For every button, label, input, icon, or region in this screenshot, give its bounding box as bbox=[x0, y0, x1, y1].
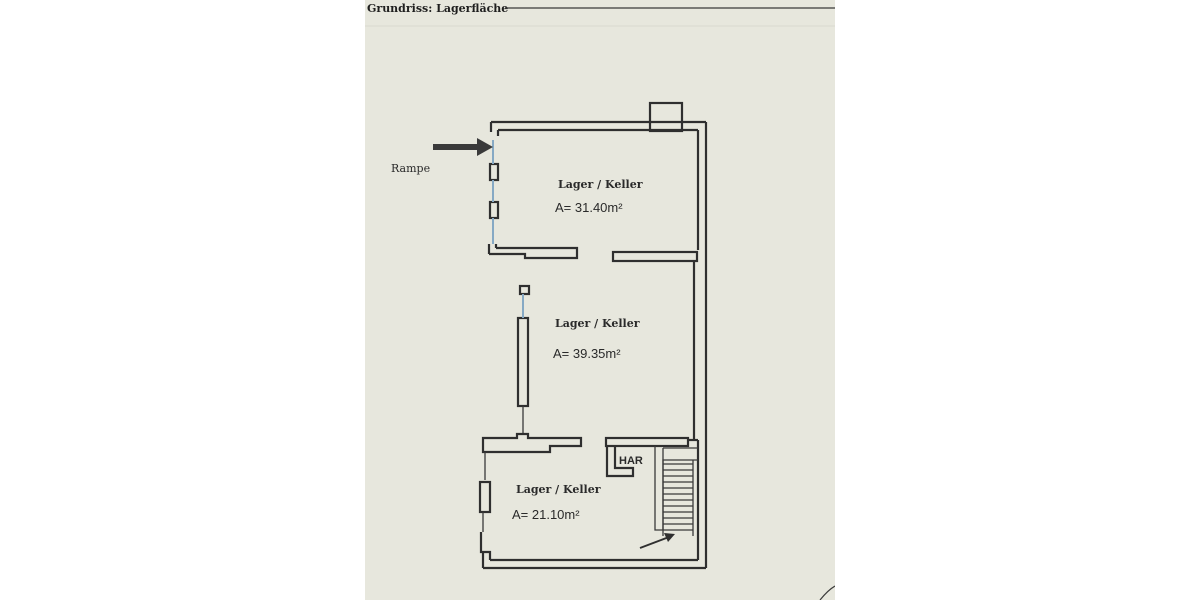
paper-corner bbox=[819, 585, 835, 600]
room2-name: Lager / Keller bbox=[555, 317, 640, 330]
ramp-arrow-icon bbox=[433, 138, 493, 156]
room2-left-wall bbox=[516, 284, 531, 436]
har-box: HAR bbox=[605, 446, 643, 478]
outer-walls bbox=[483, 120, 708, 570]
room1-left-wall bbox=[487, 140, 500, 254]
divider-wall-2 bbox=[481, 432, 698, 454]
room1-area: A= 31.40m² bbox=[555, 200, 623, 215]
plan-title: Grundriss: Lagerfläche bbox=[367, 2, 508, 15]
room3-left-wall bbox=[478, 452, 492, 568]
har-label: HAR bbox=[619, 455, 643, 467]
staircase bbox=[654, 446, 698, 536]
stair-arrow-icon bbox=[639, 533, 675, 549]
room3-name: Lager / Keller bbox=[516, 483, 601, 496]
room3-area: A= 21.10m² bbox=[512, 507, 580, 522]
divider-wall-1 bbox=[489, 246, 699, 263]
room1-name: Lager / Keller bbox=[558, 178, 643, 191]
chimney bbox=[648, 101, 684, 133]
ramp-label: Rampe bbox=[391, 162, 430, 175]
room2-area: A= 39.35m² bbox=[553, 346, 621, 361]
floor-plan: Grundriss: Lagerfläche bbox=[365, 2, 835, 600]
scanned-paper: Grundriss: Lagerfläche bbox=[365, 0, 835, 600]
